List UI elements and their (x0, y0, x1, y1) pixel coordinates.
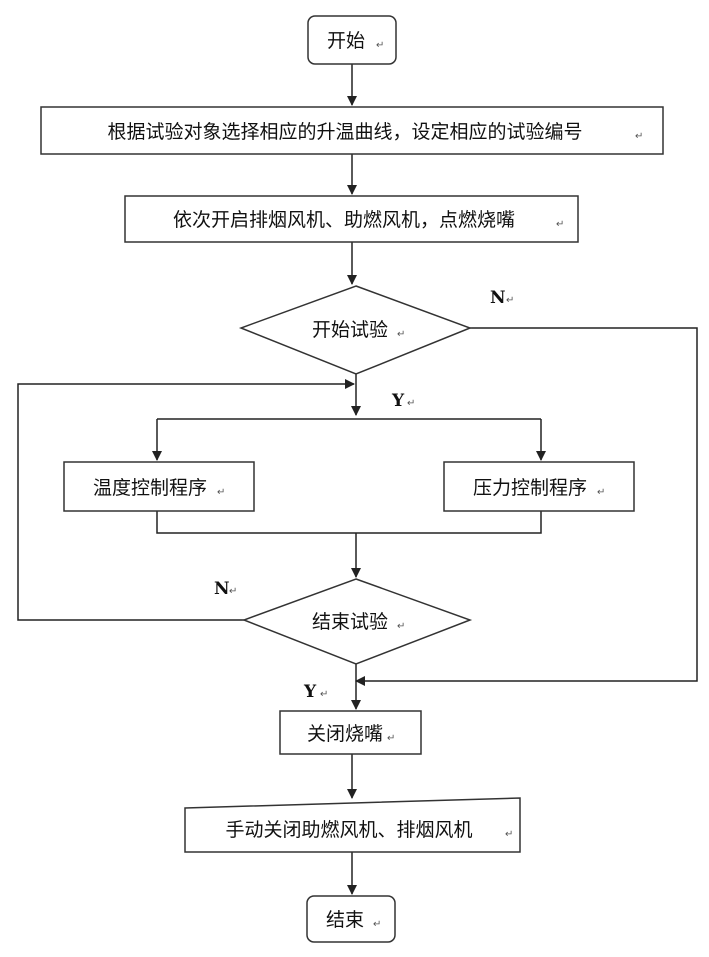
start-box (307, 15, 397, 65)
temp-control-label: 温度控制程序 (93, 477, 207, 499)
return-mark: ↵ (635, 131, 643, 142)
return-mark: ↵ (387, 733, 395, 744)
pressure-control-node: 压力控制程序 ↵ (443, 461, 635, 512)
select-curve-label: 根据试验对象选择相应的升温曲线，设定相应的试验编号 (107, 121, 582, 143)
close-burner-label: 关闭烧嘴 (307, 723, 383, 745)
return-mark: ↵ (505, 829, 513, 840)
end-test-diamond (241, 578, 473, 665)
return-mark: ↵ (506, 295, 514, 306)
temp-control-node: 温度控制程序 ↵ (63, 461, 255, 512)
connector-merge-bar (156, 511, 542, 534)
return-mark: ↵ (373, 919, 381, 930)
return-mark: ↵ (320, 689, 328, 700)
connector-loop-back-no (17, 379, 355, 621)
label-no-start: N (490, 288, 506, 308)
end-test-label: 结束试验 (312, 611, 388, 633)
end-label: 结束 (326, 909, 364, 931)
end-node: 结束 ↵ (306, 895, 396, 943)
connector-no-to-close (355, 327, 698, 686)
return-mark: ↵ (397, 621, 405, 632)
start-label: 开始 (327, 30, 365, 52)
return-mark: ↵ (397, 329, 405, 340)
start-node: 开始 ↵ (307, 15, 397, 65)
connectors (17, 64, 698, 895)
return-mark: ↵ (376, 40, 384, 51)
start-fans-label: 依次开启排烟风机、助燃风机，点燃烧嘴 (173, 209, 515, 231)
start-fans-node: 依次开启排烟风机、助燃风机，点燃烧嘴 ↵ (124, 195, 579, 243)
return-mark: ↵ (597, 487, 605, 498)
close-burner-box (279, 710, 422, 755)
label-yes-start: Y (391, 391, 405, 411)
end-test-decision: 结束试验 ↵ (241, 578, 473, 665)
start-test-decision: 开始试验 ↵ (238, 285, 473, 375)
return-mark: ↵ (217, 487, 225, 498)
start-test-label: 开始试验 (312, 319, 388, 341)
start-test-diamond (238, 285, 473, 375)
pressure-control-label: 压力控制程序 (473, 477, 587, 499)
select-curve-box (40, 106, 664, 155)
return-mark: ↵ (407, 398, 415, 409)
temp-control-box (63, 461, 255, 512)
start-fans-box (124, 195, 579, 243)
return-mark: ↵ (229, 586, 237, 597)
return-mark: ↵ (556, 219, 564, 230)
select-curve-node: 根据试验对象选择相应的升温曲线，设定相应的试验编号 ↵ (40, 106, 664, 155)
close-burner-node: 关闭烧嘴 ↵ (279, 710, 422, 755)
label-yes-end: Y (303, 682, 317, 702)
close-fans-box (184, 797, 521, 853)
label-no-end: N (214, 579, 230, 599)
close-fans-node: 手动关闭助燃风机、排烟风机 ↵ (184, 797, 521, 853)
close-fans-label: 手动关闭助燃风机、排烟风机 (225, 819, 472, 841)
pressure-control-box (443, 461, 635, 512)
end-box (306, 895, 396, 943)
